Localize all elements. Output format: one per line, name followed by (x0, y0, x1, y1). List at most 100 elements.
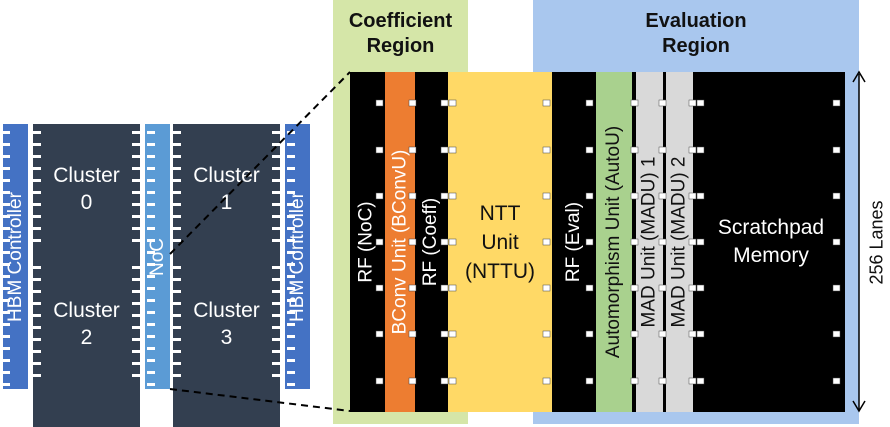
cluster-port-tick (33, 215, 41, 218)
unit-port (408, 146, 417, 154)
hbm-port-tick (2, 371, 10, 374)
unit-port (448, 99, 457, 107)
unit-port (688, 238, 697, 246)
noc-port-tick (147, 323, 155, 326)
cluster-port-tick (132, 266, 140, 269)
noc-port-tick (147, 359, 155, 362)
cluster-port-tick (272, 350, 280, 353)
hbm-port-tick (2, 203, 10, 206)
cluster-port-tick (272, 239, 280, 242)
unit-port (448, 330, 457, 338)
unit-port (696, 284, 705, 292)
unit-port (542, 99, 551, 107)
hbm-port-tick (287, 287, 295, 290)
cluster-port-tick (33, 203, 41, 206)
cluster-port-tick (132, 338, 140, 341)
cluster-port-tick (132, 362, 140, 365)
hbm-port-tick (2, 131, 10, 134)
unit-port (658, 99, 667, 107)
unit-port (832, 284, 841, 292)
hbm-port-tick (287, 323, 295, 326)
cluster-port-tick (173, 290, 181, 293)
unit-port (585, 99, 594, 107)
unit-port (658, 284, 667, 292)
hbm-port-tick (2, 227, 10, 230)
cluster-port-tick (173, 314, 181, 317)
cluster-port-tick (272, 131, 280, 134)
unit-port (542, 238, 551, 246)
unit-port (408, 99, 417, 107)
rf-coeff-block: RF (Coeff) (418, 72, 444, 412)
hbm-port-tick (287, 335, 295, 338)
unit-port (440, 146, 449, 154)
cluster-port-tick (173, 179, 181, 182)
cluster-port-tick (132, 227, 140, 230)
unit-port (375, 99, 384, 107)
unit-port (832, 146, 841, 154)
cluster-port-tick (132, 290, 140, 293)
hbm-port-tick (287, 251, 295, 254)
noc-port-tick (147, 167, 155, 170)
unit-port (832, 330, 841, 338)
cluster-port-tick (272, 143, 280, 146)
lanes-bar (846, 72, 856, 412)
cluster-port-tick (272, 338, 280, 341)
evaluation-title-line1: Evaluation (645, 10, 747, 32)
coefficient-region-title: Coefficient Region (333, 9, 468, 59)
cluster-port-tick (33, 278, 41, 281)
unit-port (696, 192, 705, 200)
unit-port (440, 284, 449, 292)
cluster-port-tick (272, 179, 280, 182)
unit-port (696, 330, 705, 338)
cluster-port-tick (33, 239, 41, 242)
hbm-port-tick (2, 143, 10, 146)
unit-port (658, 377, 667, 385)
cluster-port-tick (173, 278, 181, 281)
unit-port (630, 377, 639, 385)
unit-port (630, 99, 639, 107)
scratchpad-memory: Scratchpad Memory (697, 72, 845, 412)
cluster-port-tick (173, 203, 181, 206)
cluster-1-id: 1 (220, 191, 233, 214)
cluster-port-tick (173, 131, 181, 134)
cluster-port-tick (132, 374, 140, 377)
hbm-port-tick (287, 299, 295, 302)
hbm-port-tick (2, 275, 10, 278)
cluster-port-tick (132, 350, 140, 353)
cluster-port-tick (132, 191, 140, 194)
cluster-port-tick (33, 131, 41, 134)
scratchpad-label-line1: Scratchpad (717, 216, 825, 239)
hbm-port-tick (287, 347, 295, 350)
cluster-port-tick (33, 338, 41, 341)
cluster-2: Cluster 2 (33, 259, 140, 427)
unit-port (448, 377, 457, 385)
hbm-port-tick (2, 191, 10, 194)
cluster-port-tick (173, 191, 181, 194)
cluster-port-tick (173, 266, 181, 269)
unit-port (542, 330, 551, 338)
unit-port (440, 192, 449, 200)
cluster-port-tick (272, 302, 280, 305)
cluster-port-tick (132, 278, 140, 281)
cluster-port-tick (173, 239, 181, 242)
unit-port (408, 284, 417, 292)
zoom-line-top (169, 71, 351, 255)
unit-port (658, 146, 667, 154)
evaluation-title-line2: Region (662, 35, 730, 57)
hbm-port-tick (2, 359, 10, 362)
cluster-port-tick (272, 374, 280, 377)
unit-port (688, 284, 697, 292)
hbm-port-tick (287, 359, 295, 362)
hbm-port-tick (287, 383, 295, 386)
cluster-port-tick (33, 350, 41, 353)
unit-port (408, 330, 417, 338)
unit-port (375, 284, 384, 292)
cluster-port-tick (132, 203, 140, 206)
cluster-port-tick (33, 290, 41, 293)
cluster-port-tick (272, 362, 280, 365)
unit-port (688, 330, 697, 338)
unit-port (448, 284, 457, 292)
lanes-arrow-head-bottom (852, 400, 866, 413)
mad-unit-1: MAD Unit (MADU) 1 (636, 72, 663, 412)
